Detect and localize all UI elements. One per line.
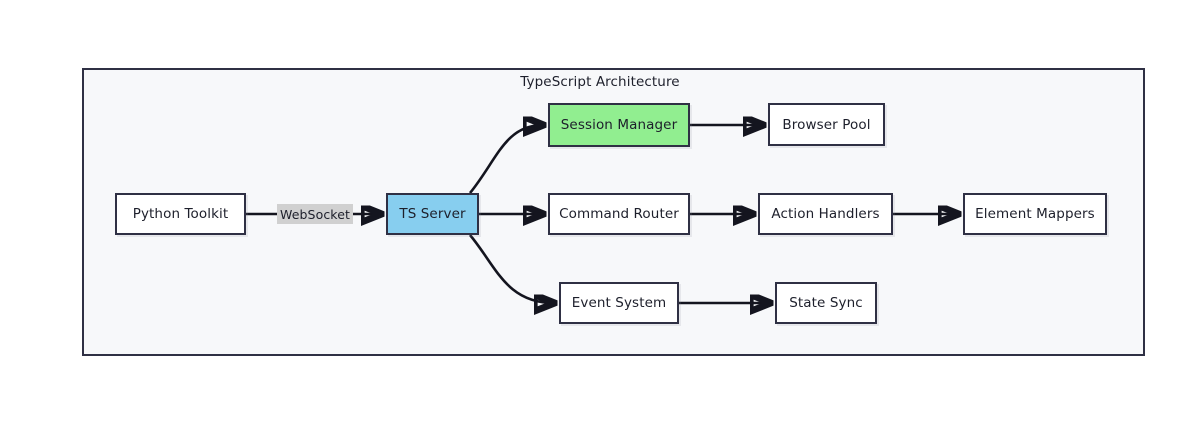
node-session-manager[interactable]: Session Manager xyxy=(548,103,690,147)
node-command-router[interactable]: Command Router xyxy=(548,193,690,235)
edge-label-websocket: WebSocket xyxy=(277,204,353,224)
node-python-toolkit[interactable]: Python Toolkit xyxy=(115,193,246,235)
node-state-sync[interactable]: State Sync xyxy=(775,282,877,324)
node-browser-pool[interactable]: Browser Pool xyxy=(768,103,885,146)
node-element-mappers[interactable]: Element Mappers xyxy=(963,193,1107,235)
node-action-handlers[interactable]: Action Handlers xyxy=(758,193,893,235)
subgraph-title: TypeScript Architecture xyxy=(520,74,680,90)
node-event-system[interactable]: Event System xyxy=(559,282,679,324)
node-ts-server[interactable]: TS Server xyxy=(386,193,479,235)
